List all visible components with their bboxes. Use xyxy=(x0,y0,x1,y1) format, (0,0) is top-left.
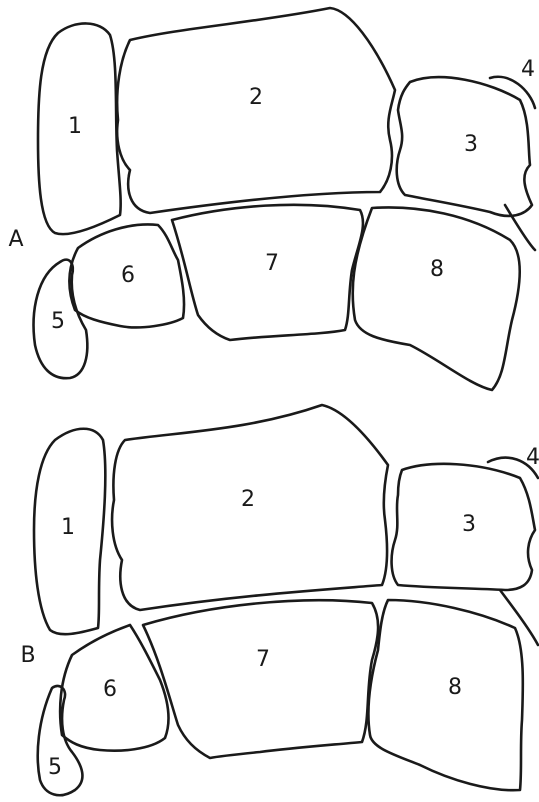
panel-b-bone-8-label: 8 xyxy=(448,675,462,700)
panel-a-bone-3-tail xyxy=(505,205,535,250)
panel-b-bone-5-label: 5 xyxy=(48,755,62,780)
panel-b-bone-4-label: 4 xyxy=(526,445,539,470)
panel-a-label: A xyxy=(8,227,23,252)
panel-b-bone-8-outline xyxy=(368,600,522,790)
panel-a-bone-8-outline xyxy=(353,207,520,390)
panel-a-bone-3-label: 3 xyxy=(464,132,478,157)
panel-a-bone-6-label: 6 xyxy=(121,263,135,288)
panel-a-bone-5-label: 5 xyxy=(51,309,65,334)
panel-b-bone-7-label: 7 xyxy=(256,647,270,672)
panel-b-bone-7-outline xyxy=(143,600,378,758)
panel-a-bone-4-label: 4 xyxy=(521,57,535,82)
panel-b-bone-1-label: 1 xyxy=(61,515,75,540)
panel-a: A 1 2 3 4 5 6 7 8 xyxy=(8,8,535,390)
panel-b-bone-6-label: 6 xyxy=(103,677,117,702)
panel-a-bone-8-label: 8 xyxy=(430,257,444,282)
panel-a-bone-2-label: 2 xyxy=(249,85,263,110)
panel-b-bone-3-label: 3 xyxy=(462,512,476,537)
panel-a-bone-1-label: 1 xyxy=(68,114,82,139)
panel-a-bone-2-outline xyxy=(117,8,395,213)
panel-b-bone-2-label: 2 xyxy=(241,487,255,512)
panel-a-bone-7-label: 7 xyxy=(265,251,279,276)
panel-b: B 1 2 3 4 5 6 7 8 xyxy=(20,405,539,795)
panel-b-label: B xyxy=(20,643,35,668)
